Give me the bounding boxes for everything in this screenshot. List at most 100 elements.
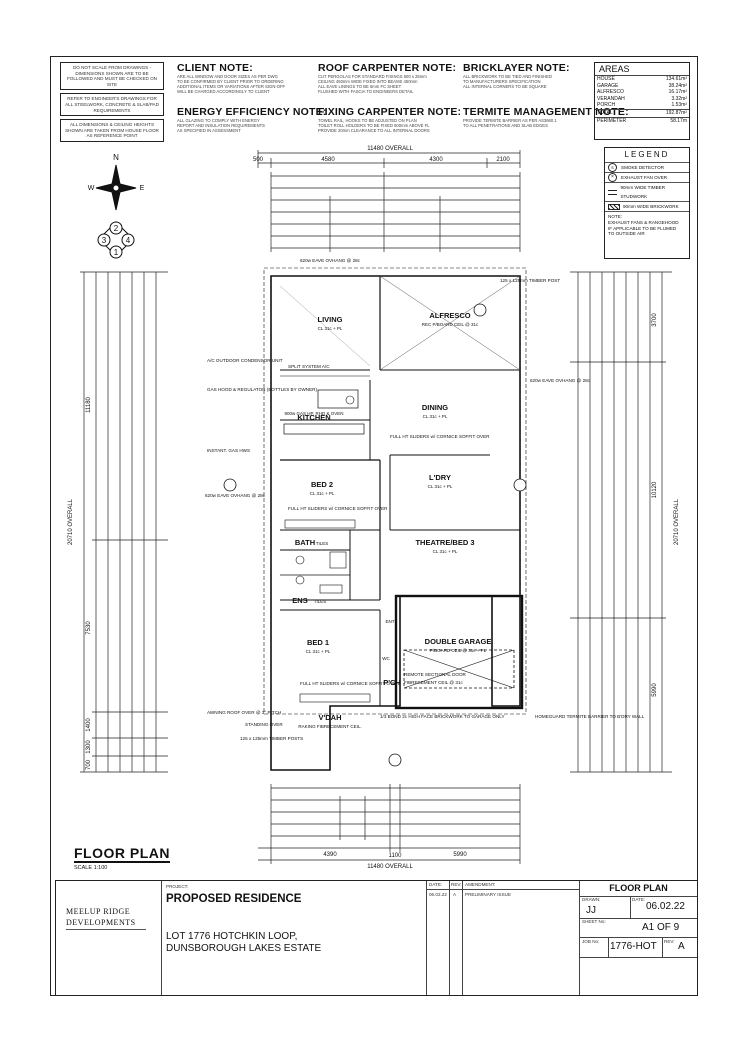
label-garage-ceiling: FIBRECEMENT CEIL @ 31c xyxy=(404,680,463,685)
overall-height-right: 20710 OVERALL xyxy=(674,498,680,545)
room-theatre-sub: CL 31c + PL xyxy=(433,549,458,554)
energy-efficiency-note: ENERGY EFFICIENCY NOTE: ALL GLAZING TO C… xyxy=(177,106,326,133)
bottom-dim-4390: 4390 xyxy=(323,852,337,858)
fixing-carpenter-note-title: FIXING CARPENTER NOTE: xyxy=(318,106,462,118)
section-marker-icon xyxy=(388,753,402,767)
legend-label: SMOKE DETECTOR xyxy=(621,165,665,170)
left-dim-1400: 1400 xyxy=(86,718,92,732)
areas-value: 134.61m² xyxy=(665,76,687,82)
top-dim-4580: 4580 xyxy=(321,157,335,163)
general-note-1: DO NOT SCALE FROM DRAWINGS - DIMENSIONS … xyxy=(60,62,164,91)
quadrant-1: 1 xyxy=(114,248,119,257)
room-living: LIVING xyxy=(317,315,342,324)
compass-centre xyxy=(112,184,120,192)
label-sliders-bed1: FULL HT SLIDERS w/ CORNICE SOFFIT OVER xyxy=(300,681,400,686)
job-no-value: 1776-HOT xyxy=(610,941,657,952)
general-notes: DO NOT SCALE FROM DRAWINGS - DIMENSIONS … xyxy=(60,62,164,142)
areas-total-label: TOTAL xyxy=(597,109,613,116)
room-bed1: BED 1 xyxy=(307,638,329,647)
toilet-icon xyxy=(295,575,305,585)
room-bed2: BED 2 xyxy=(311,480,333,489)
sheet-rule xyxy=(580,918,697,919)
bricklayer-note-title: BRICKLAYER NOTE: xyxy=(463,62,570,74)
label-timber-posts: 125 x 125mm TIMBER POSTS xyxy=(240,736,303,741)
sheet-rule xyxy=(580,957,697,958)
sheet-col-divider xyxy=(662,937,663,957)
left-dim-7530: 7530 xyxy=(86,621,92,635)
areas-label: VERANDAH xyxy=(597,95,625,102)
label-brick-note: 1/3 BOND 2c HIGH FACE BRICKWORK TO GARAG… xyxy=(380,714,505,719)
company-logo-rule xyxy=(66,929,146,930)
legend-title: LEGEND xyxy=(624,150,670,159)
fixing-carpenter-note-body: TOWEL RAIL, HOOKS TO BE ADJUSTED ON PLAN… xyxy=(318,118,430,133)
amend-header-rule xyxy=(427,889,579,890)
label-standing-over: STANDING OVER xyxy=(245,722,283,727)
alfresco-line xyxy=(379,275,521,371)
brickwork-icon xyxy=(608,203,620,210)
room-theatre: THEATRE/BED 3 xyxy=(415,538,474,547)
areas-total-row: TOTAL 192.87m² xyxy=(595,109,689,117)
legend-item-smoke: S SMOKE DETECTOR xyxy=(605,162,689,172)
section-markers xyxy=(223,303,527,767)
left-dim-700: 700 xyxy=(86,759,92,770)
label-instant-hws: INSTANT. GAS HWS xyxy=(207,448,250,453)
sheet-no-label: SHEET No: xyxy=(582,919,606,924)
energy-efficiency-note-body: ALL GLAZING TO COMPLY WITH ENERGY REPORT… xyxy=(177,118,265,133)
legend-item-stud: 90mm WIDE TIMBER STUDWORK xyxy=(605,182,689,201)
areas-value: 16.17m² xyxy=(668,89,687,96)
compass-star-fill xyxy=(96,184,116,192)
amend-date: 06.02.22 xyxy=(429,892,447,897)
areas-perimeter-label: PERIMETER xyxy=(597,117,627,124)
compass-star-fill xyxy=(116,184,136,192)
room-entry: ENT xyxy=(386,619,395,624)
room-bath-sub: TILES xyxy=(316,541,329,546)
room-wc: WC xyxy=(382,656,390,661)
bottom-dim-1100: 1100 xyxy=(389,853,403,859)
termite-management-note: TERMITE MANAGEMENT NOTE: PROVIDE TERMITE… xyxy=(463,106,629,128)
top-dim-2100: 2100 xyxy=(496,157,510,163)
sheet-rule xyxy=(580,896,697,897)
areas-value: 1.53m² xyxy=(671,102,687,109)
roof-carpenter-note-title: ROOF CARPENTER NOTE: xyxy=(318,62,457,74)
shower-icon xyxy=(329,551,347,569)
label-awning: AWNING ROOF OVER @ 3° PITCH xyxy=(207,710,281,715)
label-ac-unit: A/C OUTDOOR CONDENSOR UNIT xyxy=(207,358,283,363)
top-dim-4300: 4300 xyxy=(429,157,443,163)
label-eave-top: 620w EAVE OVHANG @ 28c xyxy=(300,258,361,263)
areas-total-value: 192.87m² xyxy=(665,109,687,116)
kitchen-island xyxy=(317,389,359,409)
sheet-col-divider xyxy=(630,896,631,918)
areas-label: PORCH xyxy=(597,102,616,109)
areas-label: ALFRESCO xyxy=(597,89,624,96)
legend-box: LEGEND S SMOKE DETECTOR × EXHAUST FAN OV… xyxy=(604,147,690,259)
section-marker-icon xyxy=(513,478,527,492)
room-dining-sub: CL 31c + PL xyxy=(423,414,448,419)
sheet-rule xyxy=(580,937,697,938)
floor-plan-heading: FLOOR PLAN SCALE 1:100 xyxy=(74,845,170,871)
section-marker-icon xyxy=(473,303,487,317)
title-block: MEELUP RIDGE DEVELOPMENTS PROJECT: PROPO… xyxy=(55,880,698,996)
areas-row: ALFRESCO 16.17m² xyxy=(595,89,689,96)
room-bed1-sub: CL 31c + PL xyxy=(306,649,331,654)
client-note-body: ARE ALL WINDOW AND DOOR SIZES AS PER DWG… xyxy=(177,74,286,94)
sheet-no-value: A1 OF 9 xyxy=(642,922,680,933)
roof-carpenter-note-body: CUT PERGOLAS FOR STANDARD FIXINGS 500 x … xyxy=(318,74,427,94)
room-vdah: V'DAH xyxy=(318,713,341,722)
label-eave-right: 620w EAVE OVHANG @ 28c xyxy=(530,378,591,383)
room-bath: BATH xyxy=(295,538,315,547)
client-note: CLIENT NOTE: ARE ALL WINDOW AND DOOR SIZ… xyxy=(177,62,307,94)
garage-roller-door xyxy=(403,649,515,689)
room-porch: P'CH xyxy=(383,678,401,687)
amend-date-label: DATE: xyxy=(429,882,443,887)
company-name-line2: DEVELOPMENTS xyxy=(66,918,136,927)
areas-title: AREAS xyxy=(595,63,689,76)
room-garage: DOUBLE GARAGE xyxy=(425,637,492,646)
legend-item-brick: 90mm WIDE BRICKWORK xyxy=(605,201,689,211)
right-dim-3700: 3700 xyxy=(652,313,658,327)
room-vdah-sub: RAKING FIBRECEMENT CEIL. xyxy=(298,724,361,729)
amend-rev-label: REV: xyxy=(451,882,462,887)
